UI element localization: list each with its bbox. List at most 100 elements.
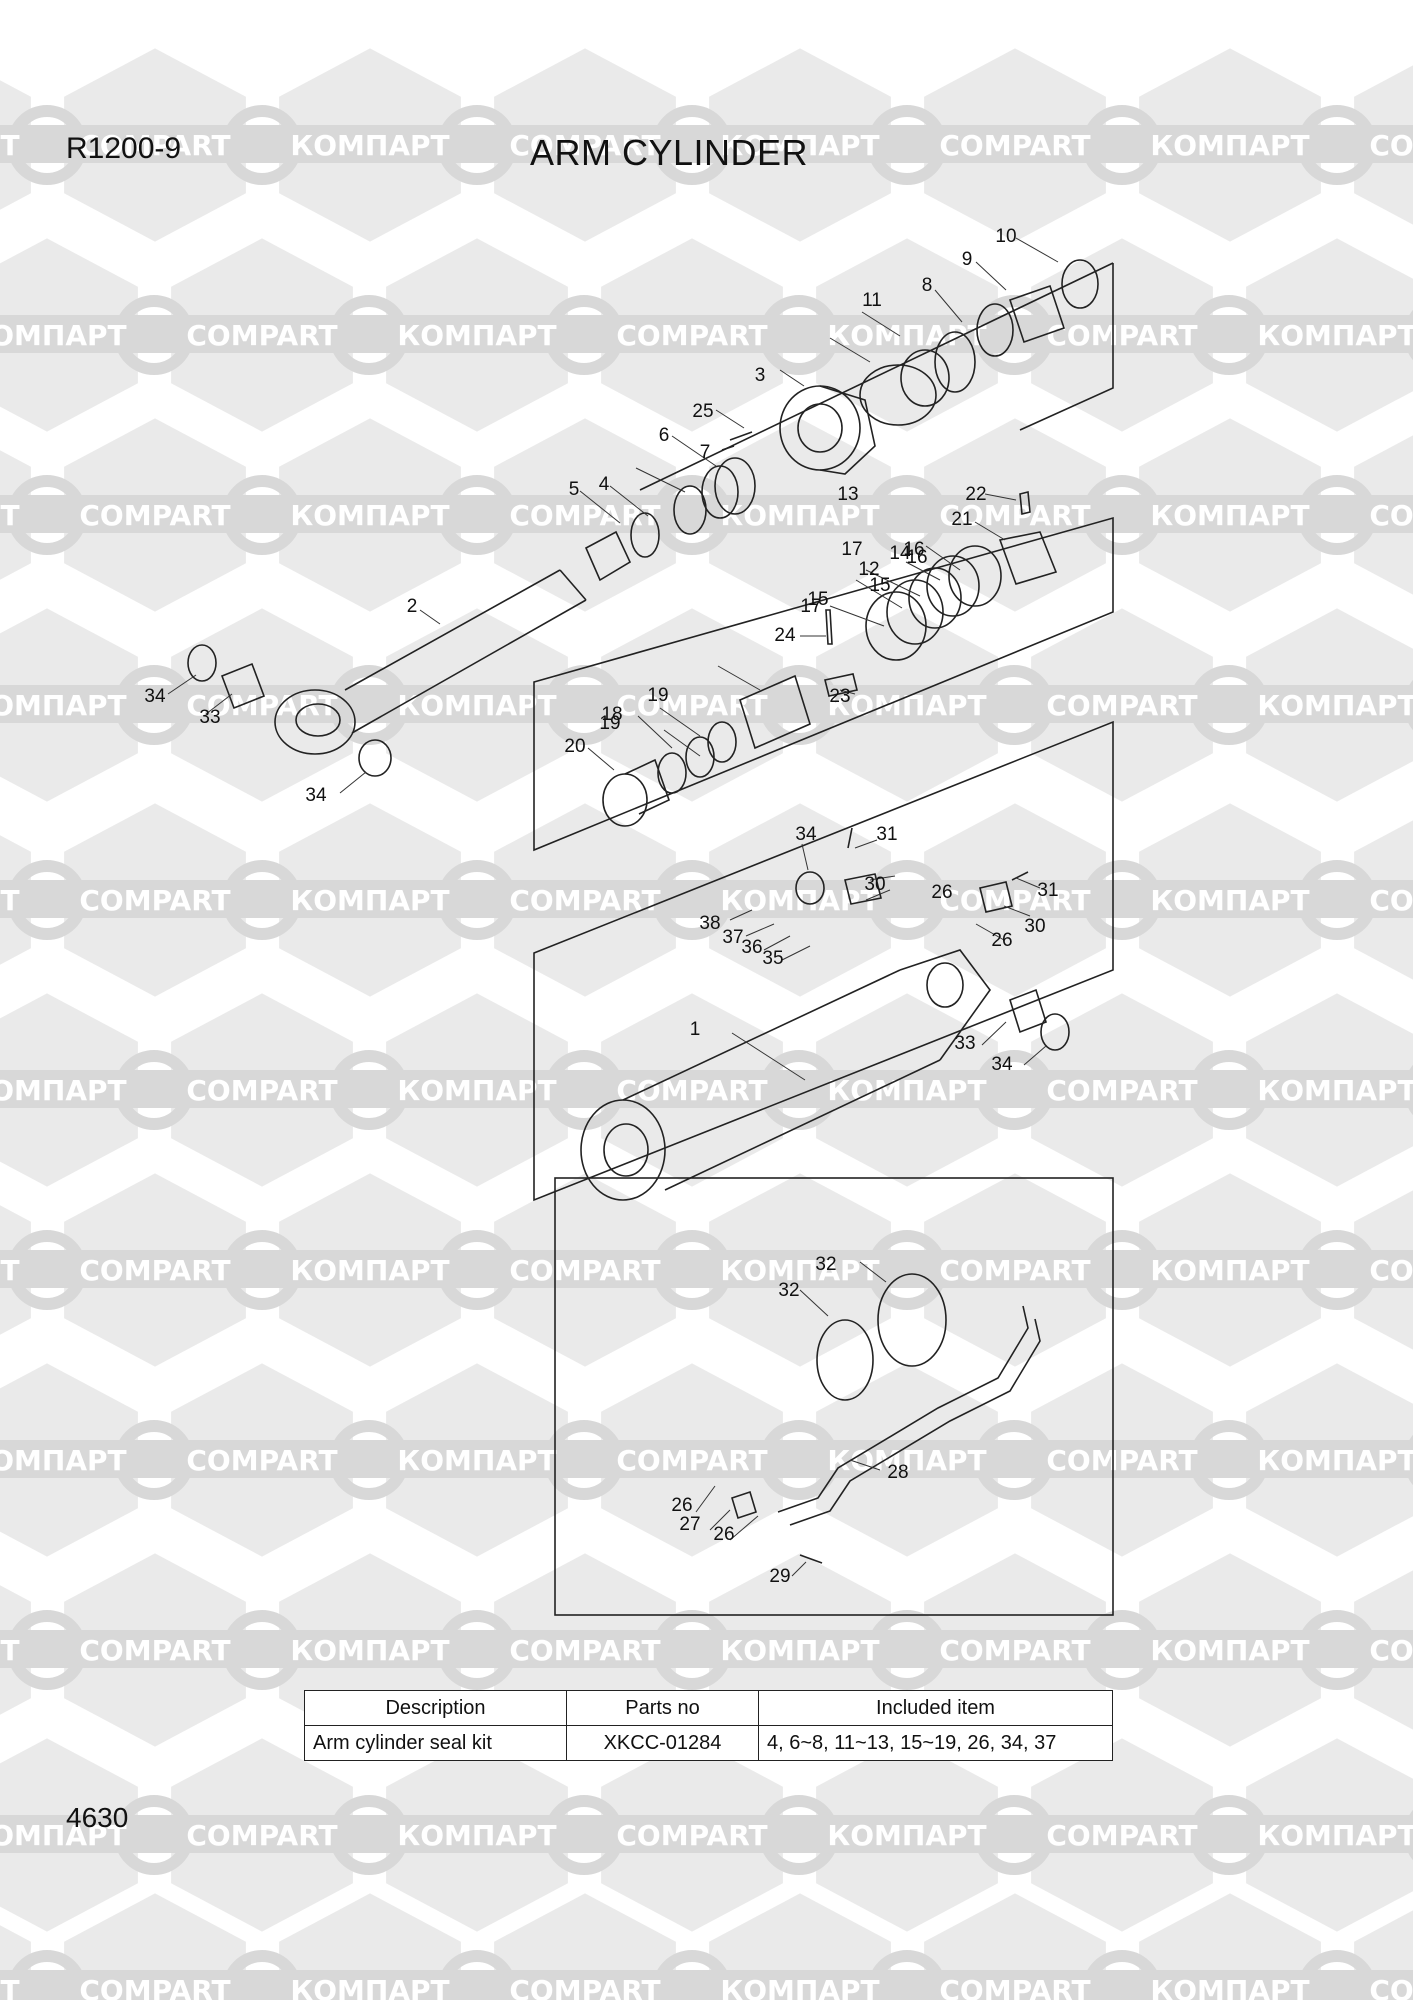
callout-label: 6: [659, 425, 670, 446]
callout-label: 21: [951, 509, 972, 530]
watermark-logo: COMPART: [1012, 1738, 1269, 1932]
callout-label: 22: [965, 484, 986, 505]
svg-text:COMPART: COMPART: [616, 1819, 767, 1852]
callout-label: 7: [700, 442, 711, 463]
watermark-logo: COMPART: [1335, 820, 1413, 980]
watermark-logo: COMPART: [1335, 435, 1413, 595]
watermark-logo: COMPART: [1012, 608, 1269, 802]
part-34-ring-c: [1040, 1013, 1070, 1051]
svg-text:COMPART: COMPART: [79, 499, 230, 532]
watermark-logo: COMPART: [45, 418, 302, 612]
svg-text:COMPART: COMPART: [939, 1974, 1090, 2000]
part-24-pin: [825, 609, 833, 645]
part-9-bushing: [1008, 284, 1066, 344]
svg-text:COMPART: COMPART: [939, 129, 1090, 162]
callout-label: 19: [599, 713, 620, 734]
callout-label: 5: [569, 479, 580, 500]
part-7-ring: [673, 485, 707, 535]
svg-text:COMPART: COMPART: [1369, 499, 1413, 532]
watermark-logo: КОМПАРТ: [0, 450, 87, 580]
watermark-logo: КОМПАРТ: [0, 1738, 194, 1932]
svg-text:COMPART: COMPART: [186, 689, 337, 722]
part-4-ring: [630, 512, 660, 558]
watermark-logo: КОМПАРТ: [367, 1363, 624, 1557]
callout-label: 9: [962, 249, 973, 270]
svg-text:КОМПАРТ: КОМПАРТ: [1150, 1634, 1309, 1667]
callout-label: 4: [599, 474, 610, 495]
part-17-ring-a: [865, 591, 927, 661]
watermark-logo: COMPART: [1335, 1190, 1413, 1350]
watermark-logo: КОМПАРТ: [1120, 48, 1377, 242]
svg-text:КОМПАРТ: КОМПАРТ: [290, 884, 449, 917]
callout-label: 16: [903, 539, 924, 560]
part-30-block-b: [979, 881, 1013, 913]
svg-text:КОМПАРТ: КОМПАРТ: [1257, 1819, 1413, 1852]
svg-text:КОМПАРТ: КОМПАРТ: [827, 1444, 986, 1477]
callout-label: 19: [647, 685, 668, 706]
watermark-logo: COMPART: [152, 993, 409, 1187]
column-header-included-item: Included item: [758, 1690, 1113, 1726]
part-30-block-a: [844, 873, 882, 905]
svg-text:COMPART: COMPART: [1369, 1254, 1413, 1287]
cell-description: Arm cylinder seal kit: [304, 1725, 567, 1761]
svg-text:COMPART: COMPART: [616, 319, 767, 352]
svg-text:КОМПАРТ: КОМПАРТ: [720, 499, 879, 532]
callout-label: 26: [991, 930, 1012, 951]
watermark-logo: КОМПАРТ: [690, 418, 947, 612]
callout-label: 38: [699, 913, 720, 934]
part-21-nut: [998, 531, 1058, 585]
svg-text:КОМПАРТ: КОМПАРТ: [0, 1634, 20, 1667]
svg-text:КОМПАРТ: КОМПАРТ: [1257, 1074, 1413, 1107]
callout-label: 32: [815, 1254, 836, 1275]
watermark-logo: COMPART: [905, 48, 1162, 242]
part-11-ring: [934, 331, 976, 393]
svg-text:КОМПАРТ: КОМПАРТ: [0, 689, 127, 722]
callout-label: 34: [795, 824, 817, 845]
watermark-logo: КОМПАРТ: [367, 1738, 624, 1932]
svg-text:КОМПАРТ: КОМПАРТ: [1257, 1444, 1413, 1477]
part-16-ring-b: [926, 555, 980, 617]
page-number: 4630: [66, 1802, 129, 1833]
svg-text:КОМПАРТ: КОМПАРТ: [290, 129, 449, 162]
svg-text:КОМПАРТ: КОМПАРТ: [0, 319, 127, 352]
svg-text:КОМПАРТ: КОМПАРТ: [1150, 499, 1309, 532]
watermark-logo: КОМПАРТ: [1227, 238, 1413, 432]
svg-text:КОМПАРТ: КОМПАРТ: [397, 689, 556, 722]
svg-text:КОМПАРТ: КОМПАРТ: [1150, 129, 1309, 162]
callout-label: 15: [807, 589, 828, 610]
watermark-logo: COMPART: [45, 803, 302, 997]
svg-text:COMPART: COMPART: [939, 499, 1090, 532]
callout-label: 17: [841, 539, 862, 560]
watermark-logo: КОМПАРТ: [1120, 418, 1377, 612]
watermark-logo: КОМПАРТ: [0, 835, 87, 965]
watermark-logo: КОМПАРТ: [260, 803, 517, 997]
part-18-ring: [685, 736, 715, 778]
part-14-piston: [739, 674, 811, 750]
part-1-cylinder-tube: [580, 949, 991, 1201]
svg-text:КОМПАРТ: КОМПАРТ: [397, 1074, 556, 1107]
callout-label: 14: [889, 543, 911, 564]
callout-label: 28: [887, 1462, 908, 1483]
part-16-ring-a: [886, 579, 944, 645]
svg-text:COMPART: COMPART: [1369, 1634, 1413, 1667]
watermark-logo: COMPART: [45, 1893, 302, 2000]
callout-label: 33: [199, 707, 220, 728]
watermark-logo: КОМПАРТ: [367, 608, 624, 802]
watermark-logo: КОМПАРТ: [1120, 1893, 1377, 2000]
callout-label: 30: [864, 874, 885, 895]
callout-label: 31: [1037, 880, 1058, 901]
watermark-logo: КОМПАРТ: [690, 1173, 947, 1367]
part-19-ring-b: [707, 721, 737, 763]
svg-text:КОМПАРТ: КОМПАРТ: [1257, 319, 1413, 352]
callout-label: 3: [755, 365, 766, 386]
watermark-logo: КОМПАРТ: [1120, 803, 1377, 997]
watermark-logo: COMPART: [582, 608, 839, 802]
part-12-ring: [900, 349, 950, 407]
callout-label: 12: [858, 559, 879, 580]
part-piston-rod: [274, 530, 632, 755]
callout-label: 30: [1024, 916, 1045, 937]
svg-text:COMPART: COMPART: [186, 1819, 337, 1852]
part-32-clamp-b: [877, 1273, 947, 1367]
column-header-parts-no: Parts no: [566, 1690, 759, 1726]
part-33-bushing-a: [220, 662, 266, 710]
